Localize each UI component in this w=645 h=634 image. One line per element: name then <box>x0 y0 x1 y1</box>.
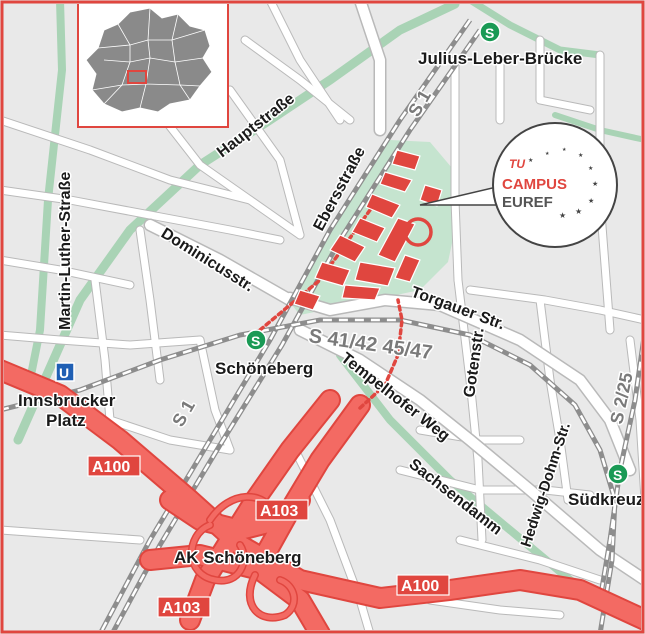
main-streets <box>143 4 641 586</box>
svg-text:A100: A100 <box>401 578 439 595</box>
station-schoeneberg: S Schöneberg <box>214 329 315 380</box>
station-name: Südkreuz <box>568 490 645 509</box>
railway-lines <box>4 18 641 630</box>
station-name: Schöneberg <box>215 359 313 378</box>
svg-text:★: ★ <box>578 152 583 159</box>
locator-highlight <box>127 70 147 84</box>
svg-text:★: ★ <box>592 180 598 188</box>
walking-route <box>258 208 404 410</box>
campus-gasometer <box>403 217 433 247</box>
svg-text:U: U <box>59 365 69 381</box>
sbahn-icon <box>607 463 629 485</box>
ubahn-icon <box>55 362 75 382</box>
svg-text:★: ★ <box>575 207 582 216</box>
campus-logo-callout: TU CAMPUS EUREF ★ ★ ★ ★ ★ ★ ★ ★ ★ <box>419 122 618 248</box>
shield-a100-west: A100 <box>87 455 141 477</box>
station-innsbrucker-platz: U Innsbrucker Platz <box>17 362 117 432</box>
label-martin-luther-strasse: Martin-Luther-Straße <box>57 172 74 330</box>
label-ak-schoeneberg: AK Schöneberg <box>174 548 302 567</box>
highways <box>4 359 641 630</box>
shield-a103-south: A103 <box>157 596 211 618</box>
svg-text:★: ★ <box>588 165 593 172</box>
svg-text:S: S <box>485 25 494 41</box>
svg-text:★: ★ <box>562 147 567 153</box>
station-name: Julius-Leber-Brücke <box>418 49 582 68</box>
sbahn-icon <box>245 329 267 351</box>
station-suedkreuz: S Südkreuz <box>567 463 645 511</box>
svg-text:★: ★ <box>559 211 566 220</box>
highway-labels: A100 A103 A100 A103 AK Schöneberg <box>87 455 450 618</box>
shield-a100-east: A100 <box>396 574 450 596</box>
locator-inset <box>77 4 229 128</box>
callout-circle <box>492 122 618 248</box>
svg-text:★: ★ <box>528 157 533 164</box>
campus-logo: TU CAMPUS EUREF ★ ★ ★ ★ ★ ★ ★ ★ ★ <box>502 147 598 220</box>
tu-brand-mark: TU <box>509 157 525 171</box>
svg-text:A100: A100 <box>92 459 130 476</box>
svg-text:★: ★ <box>588 197 594 205</box>
campus-logo-line1: CAMPUS <box>502 176 567 193</box>
svg-text:★: ★ <box>545 151 550 157</box>
svg-text:A103: A103 <box>162 600 200 617</box>
sbahn-icon <box>479 21 501 43</box>
svg-text:S: S <box>613 467 622 483</box>
campus-logo-line2: EUREF <box>502 194 553 211</box>
station-name-line1: Innsbrucker <box>18 391 116 410</box>
station-julius-leber-bruecke: S Julius-Leber-Brücke <box>417 21 584 70</box>
station-name-line2: Platz <box>46 411 86 430</box>
shield-a103-north: A103 <box>255 499 309 521</box>
campus-buildings <box>293 149 443 311</box>
star-arc-icon: ★ ★ ★ ★ ★ ★ ★ ★ ★ <box>528 147 598 220</box>
svg-text:S: S <box>251 333 260 349</box>
svg-text:A103: A103 <box>260 503 298 520</box>
district-borders <box>91 7 206 109</box>
